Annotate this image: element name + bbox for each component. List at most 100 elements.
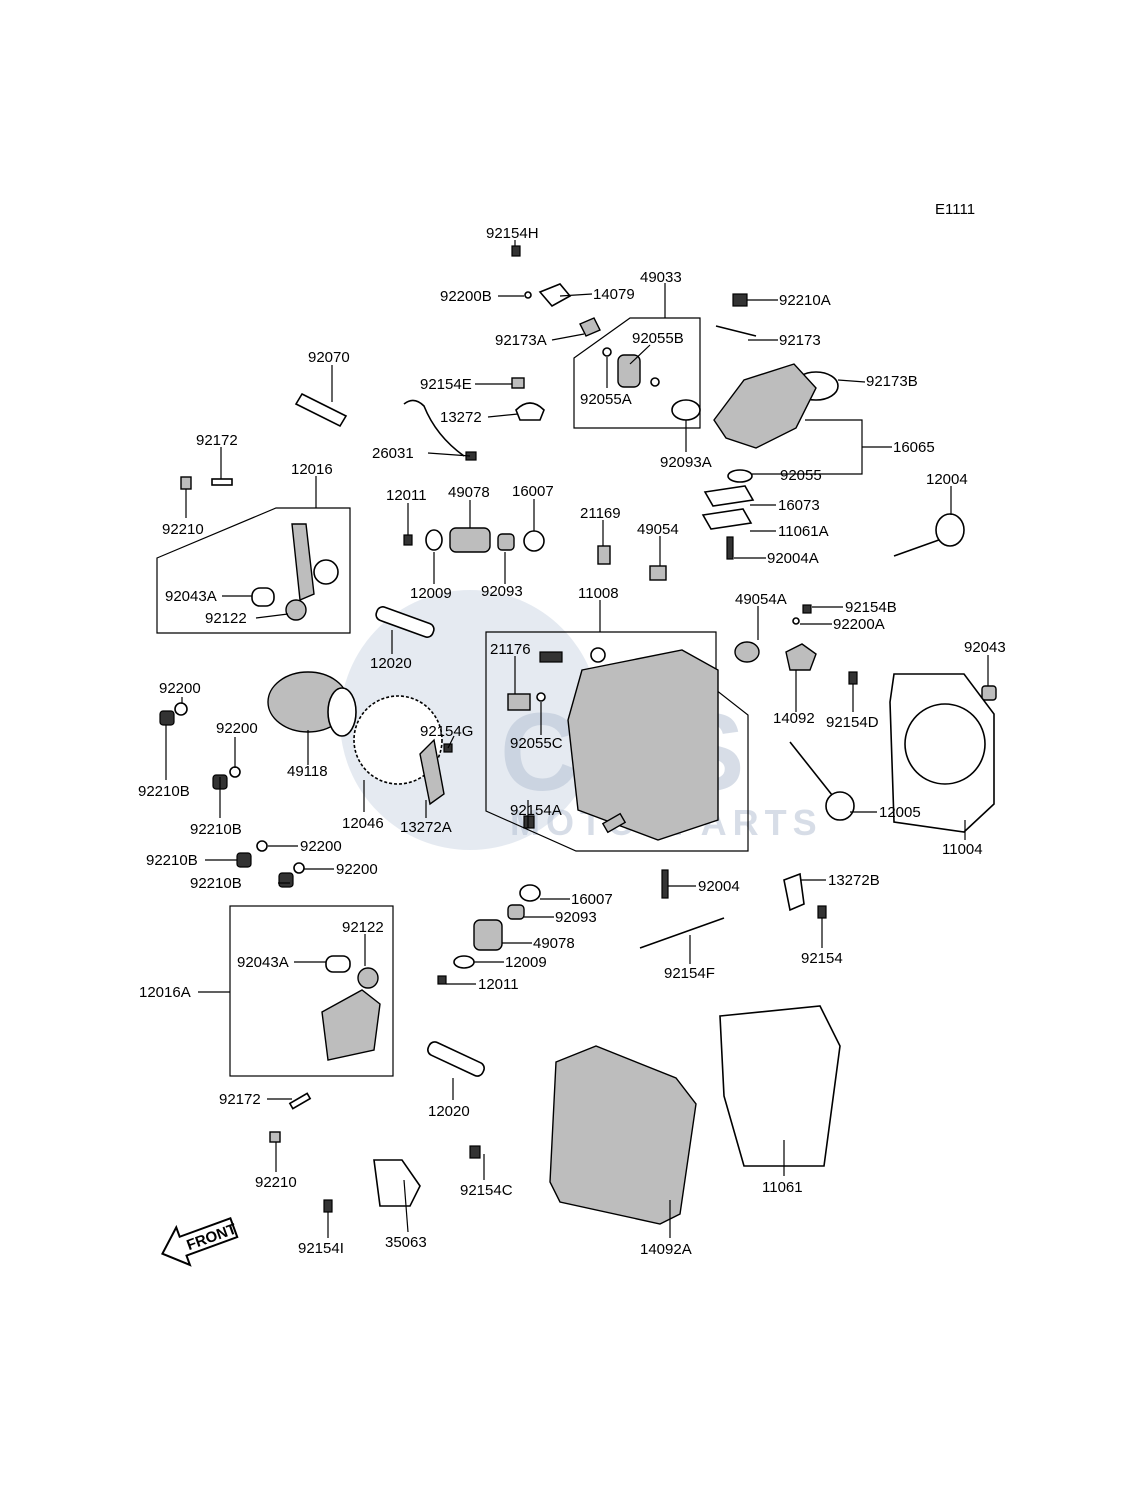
label-92173B[interactable]: 92173B (866, 373, 918, 390)
label-92122b[interactable]: 92122 (342, 919, 384, 936)
shaft-92043A-b (325, 955, 351, 973)
label-49078[interactable]: 49078 (448, 484, 490, 501)
diagram-code: E1111 (935, 201, 975, 218)
label-11004[interactable]: 11004 (942, 841, 983, 858)
label-92210B-3[interactable]: 92210B (146, 852, 198, 869)
spring-49078 (449, 527, 491, 553)
label-13272[interactable]: 13272 (440, 409, 482, 426)
nut-92210B-3 (236, 852, 252, 868)
washer-92200-3 (256, 840, 268, 852)
label-92154G[interactable]: 92154G (420, 723, 473, 740)
label-92154C[interactable]: 92154C (460, 1182, 513, 1199)
label-92154A[interactable]: 92154A (510, 802, 562, 819)
label-92210b[interactable]: 92210 (255, 1174, 297, 1191)
label-16073[interactable]: 16073 (778, 497, 820, 514)
label-16065[interactable]: 16065 (893, 439, 935, 456)
label-12005[interactable]: 12005 (879, 804, 921, 821)
label-92200-1[interactable]: 92200 (159, 680, 201, 697)
label-92055B[interactable]: 92055B (632, 330, 684, 347)
label-11008[interactable]: 11008 (578, 585, 619, 602)
label-92043[interactable]: 92043 (964, 639, 1006, 656)
label-12046[interactable]: 12046 (342, 815, 384, 832)
label-21176[interactable]: 21176 (490, 641, 531, 658)
label-92070[interactable]: 92070 (308, 349, 350, 366)
label-92122[interactable]: 92122 (205, 610, 247, 627)
label-92210B-2[interactable]: 92210B (190, 821, 242, 838)
label-92055[interactable]: 92055 (780, 467, 822, 484)
label-92172b[interactable]: 92172 (219, 1091, 261, 1108)
label-11061A[interactable]: 11061A (778, 523, 829, 540)
label-35063[interactable]: 35063 (385, 1234, 427, 1251)
label-12011b[interactable]: 12011 (478, 976, 519, 993)
label-92210B-4[interactable]: 92210B (190, 875, 242, 892)
label-12020[interactable]: 12020 (370, 655, 412, 672)
label-92093b[interactable]: 92093 (555, 909, 597, 926)
label-92043A-b[interactable]: 92043A (237, 954, 289, 971)
label-12020b[interactable]: 12020 (428, 1103, 470, 1120)
label-92200-4[interactable]: 92200 (336, 861, 378, 878)
label-49078b[interactable]: 49078 (533, 935, 575, 952)
cotter-12011b (437, 975, 447, 985)
label-92093[interactable]: 92093 (481, 583, 523, 600)
insulator-11061A (701, 508, 753, 530)
label-92093A[interactable]: 92093A (660, 454, 712, 471)
label-92210B-1[interactable]: 92210B (138, 783, 190, 800)
label-16007b[interactable]: 16007 (571, 891, 613, 908)
label-92200B[interactable]: 92200B (440, 288, 492, 305)
stud-92004A (726, 536, 734, 560)
label-12009b[interactable]: 12009 (505, 954, 547, 971)
label-14079[interactable]: 14079 (593, 286, 635, 303)
label-26031[interactable]: 26031 (372, 445, 414, 462)
label-12016A[interactable]: 12016A (139, 984, 191, 1001)
label-92154[interactable]: 92154 (801, 950, 843, 967)
sensor-26031 (403, 399, 465, 457)
label-92154E[interactable]: 92154E (420, 376, 472, 393)
label-14092A[interactable]: 14092A (640, 1241, 692, 1258)
guide-13272A (419, 738, 445, 806)
label-13272B[interactable]: 13272B (828, 872, 880, 889)
retainer-12009b (453, 955, 475, 969)
bolt-92154A (523, 815, 535, 829)
label-92200-3[interactable]: 92200 (300, 838, 342, 855)
label-92173A[interactable]: 92173A (495, 332, 547, 349)
label-92200-2[interactable]: 92200 (216, 720, 258, 737)
label-11061[interactable]: 11061 (762, 1179, 803, 1196)
label-92172[interactable]: 92172 (196, 432, 238, 449)
dowel-11008b (601, 812, 627, 834)
label-49054[interactable]: 49054 (637, 521, 679, 538)
seal-92093 (497, 533, 515, 551)
label-92210[interactable]: 92210 (162, 521, 204, 538)
bolt-92154 (817, 905, 827, 919)
label-92154I[interactable]: 92154I (298, 1240, 344, 1257)
bracket-14079 (538, 283, 572, 308)
clip-92173A (579, 317, 601, 337)
label-12004[interactable]: 12004 (926, 471, 968, 488)
label-92055A[interactable]: 92055A (580, 391, 632, 408)
label-92004A[interactable]: 92004A (767, 550, 819, 567)
label-12011[interactable]: 12011 (386, 487, 427, 504)
label-12009[interactable]: 12009 (410, 585, 452, 602)
label-21169[interactable]: 21169 (580, 505, 621, 522)
label-92154B[interactable]: 92154B (845, 599, 897, 616)
label-92055C[interactable]: 92055C (510, 735, 563, 752)
label-49033[interactable]: 49033 (640, 269, 682, 286)
label-92200A[interactable]: 92200A (833, 616, 885, 633)
label-16007[interactable]: 16007 (512, 483, 554, 500)
label-92210A[interactable]: 92210A (779, 292, 831, 309)
gasket-11061 (719, 1005, 841, 1167)
label-92004[interactable]: 92004 (698, 878, 740, 895)
stud-92004 (661, 869, 669, 899)
label-92173[interactable]: 92173 (779, 332, 821, 349)
label-92043A[interactable]: 92043A (165, 588, 217, 605)
label-92154F[interactable]: 92154F (664, 965, 715, 982)
bracket-35063 (373, 1159, 421, 1207)
label-49054A[interactable]: 49054A (735, 591, 787, 608)
bolt-92154B (802, 604, 812, 614)
nut-92210B-4 (278, 872, 294, 888)
label-92154D[interactable]: 92154D (826, 714, 879, 731)
label-13272A[interactable]: 13272A (400, 819, 452, 836)
label-49118[interactable]: 49118 (287, 763, 328, 780)
label-12016[interactable]: 12016 (291, 461, 333, 478)
label-14092[interactable]: 14092 (773, 710, 815, 727)
label-92154H[interactable]: 92154H (486, 225, 539, 242)
